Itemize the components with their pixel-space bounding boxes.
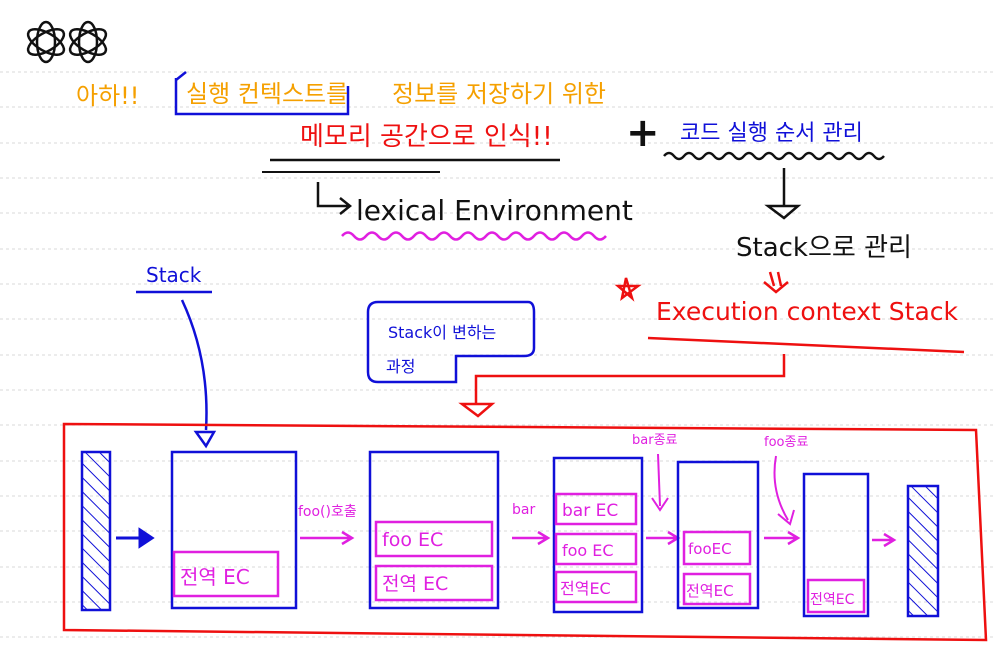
stack-frame-4: fooEC 전역EC	[676, 460, 760, 610]
frame4-global-ec: 전역EC	[686, 582, 734, 600]
ec-stack-text: Execution context Stack	[656, 297, 959, 326]
empty-stack-end	[906, 484, 940, 618]
code-order-text: 코드 실행 순서 관리	[680, 121, 863, 146]
transition-foo-call: foo()호출	[298, 504, 357, 520]
stack-frame-2: foo EC 전역 EC	[368, 450, 500, 610]
frame3-global-ec: 전역EC	[560, 579, 611, 598]
stack-diagram-container	[62, 422, 988, 642]
frame5-global-ec: 전역EC	[810, 592, 855, 608]
frame4-foo-ec: fooEC	[688, 540, 732, 558]
transition-bar: bar	[512, 502, 535, 518]
frame2-global-ec: 전역 EC	[382, 573, 448, 595]
bubble-line1: Stack이 변하는	[388, 323, 496, 342]
transition-foo-end: foo종료	[764, 435, 808, 450]
heading-prefix: 아하!!	[76, 82, 139, 110]
lexical-text: lexical Environment	[356, 194, 633, 227]
memory-text: 메모리 공간으로 인식!!	[300, 122, 553, 152]
frame3-foo-ec: foo EC	[562, 541, 614, 560]
speech-bubble	[366, 300, 536, 384]
start-arrow	[116, 527, 155, 549]
highlight-bracket	[174, 78, 350, 116]
frame1-global-ec: 전역 EC	[180, 565, 250, 589]
ec-stack-arrow	[458, 354, 786, 418]
empty-stack-start	[80, 450, 112, 612]
lexical-underline	[341, 231, 607, 241]
transition-bar-end: bar종료	[632, 433, 678, 448]
stack-manage-text: Stack으로 관리	[736, 233, 912, 263]
bubble-line2: 과정	[386, 357, 415, 376]
stack-frame-1: 전역 EC	[170, 450, 298, 610]
stack-frame-5: 전역EC	[802, 472, 870, 618]
code-order-underline	[663, 151, 885, 161]
heading-rest: 정보를 저장하기 위한	[392, 80, 606, 108]
stack-frame-3: bar EC foo EC 전역EC	[552, 456, 644, 614]
plus-sign: +	[626, 110, 660, 156]
heading-highlight: 실행 컨텍스트를	[186, 80, 348, 108]
stack-label: Stack	[146, 263, 202, 287]
frame3-bar-ec: bar EC	[562, 501, 618, 521]
frame2-foo-ec: foo EC	[382, 529, 443, 551]
star-icon	[614, 277, 642, 302]
atom-doodle-icon	[26, 20, 108, 64]
lexical-arrow	[316, 182, 353, 215]
stack-pointer-arrow	[180, 299, 217, 449]
